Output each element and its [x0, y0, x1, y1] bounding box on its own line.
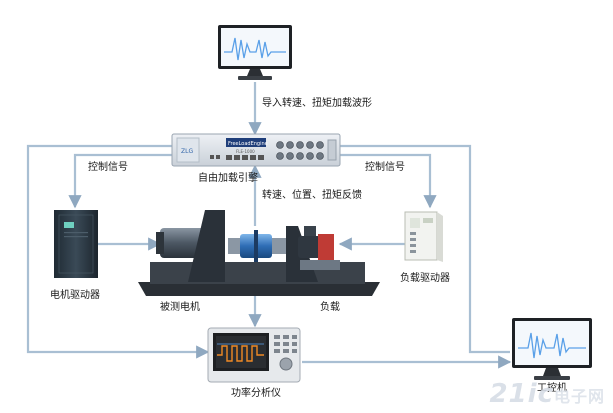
- watermark-main: 21ic: [489, 379, 554, 409]
- label-motor-under-test: 被测电机: [160, 302, 200, 313]
- label-control-signal-right: 控制信号: [365, 162, 405, 173]
- label-power-analyzer: 功率分析仪: [231, 388, 281, 399]
- connection-lines: [26, 82, 512, 369]
- arrow-control-right: [340, 153, 437, 209]
- engine-brand-text: FreeLoadEngine: [228, 141, 268, 147]
- top-monitor: [218, 25, 292, 80]
- label-pc: 工控机: [537, 383, 567, 394]
- label-load-driver: 负载驱动器: [400, 273, 450, 284]
- test-bench: [138, 210, 380, 296]
- watermark-sub: 电子网: [553, 387, 605, 406]
- label-motor-driver: 电机驱动器: [50, 290, 100, 301]
- label-control-signal-left: 控制信号: [88, 162, 128, 173]
- arrow-control-left: [68, 153, 172, 209]
- engine-device: ZLG FreeLoadEngine FLE-1000: [171, 133, 341, 167]
- motor-driver-device: [54, 210, 98, 278]
- loop-right-to-pc: [340, 144, 510, 354]
- label-engine: 自由加载引擎: [198, 173, 258, 184]
- pc-monitor: [512, 318, 592, 380]
- label-load: 负载: [320, 302, 340, 313]
- engine-logo-text: ZLG: [181, 148, 193, 155]
- loop-left-to-analyzer: [26, 144, 210, 359]
- label-import-waveform: 导入转速、扭矩加载波形: [262, 98, 372, 109]
- label-feedback: 转速、位置、扭矩反馈: [262, 190, 362, 201]
- load-driver-device: [404, 211, 443, 262]
- power-analyzer-device: [207, 327, 301, 383]
- engine-model-text: FLE-1000: [236, 149, 255, 154]
- watermark-logo: 21ic电子网: [489, 379, 605, 409]
